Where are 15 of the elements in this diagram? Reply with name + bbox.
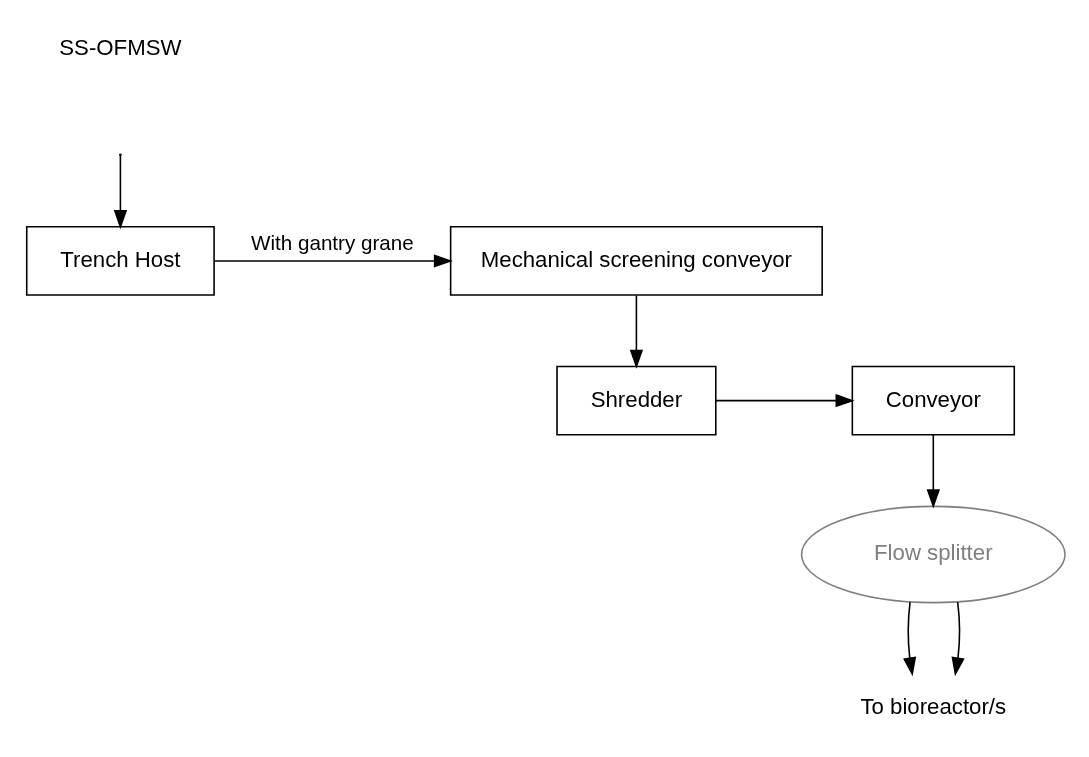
arrow	[951, 601, 965, 677]
label: SS-OFMSW	[59, 34, 182, 60]
arrow	[113, 154, 128, 230]
arrow	[926, 434, 940, 509]
node-box: Mechanical screening conveyor	[449, 226, 823, 296]
arrow	[903, 601, 917, 677]
arrow	[213, 254, 453, 268]
node-box: Conveyor	[851, 365, 1016, 436]
node-text: To bioreactor/s	[860, 694, 1007, 720]
node-box: Shredder	[556, 365, 717, 436]
edge-label: With gantry grane	[250, 231, 414, 255]
arrow	[629, 294, 644, 369]
node-ellipse: Flow splitter	[800, 505, 1066, 604]
node-box: Trench Host	[25, 226, 215, 296]
arrow	[715, 393, 855, 408]
